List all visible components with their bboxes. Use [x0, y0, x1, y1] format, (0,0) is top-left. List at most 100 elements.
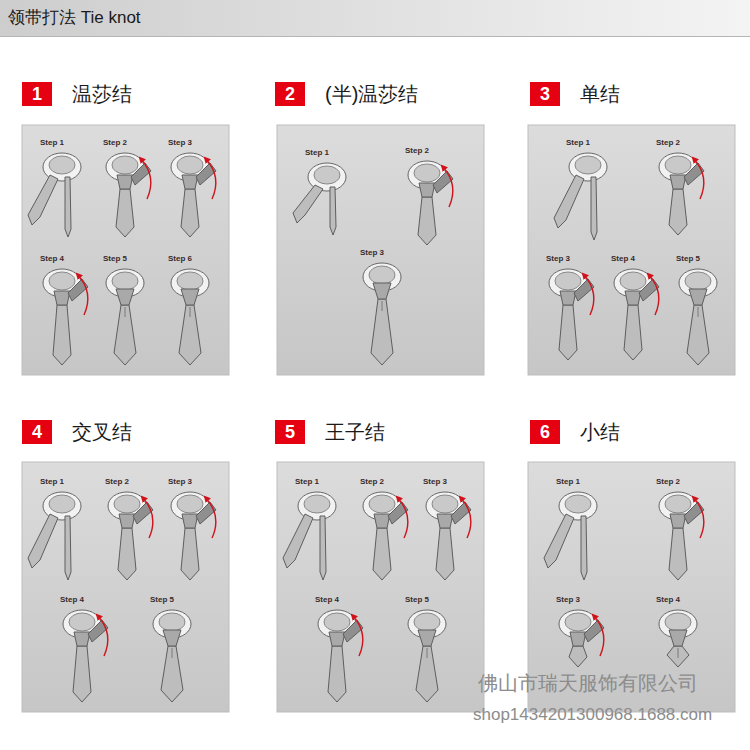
title-rule — [0, 36, 750, 37]
step-label: Step 3 — [423, 477, 447, 487]
tie-blade — [559, 305, 577, 360]
image-panel — [528, 125, 735, 375]
tie-knot — [116, 289, 134, 305]
tie-flap — [388, 502, 408, 524]
step-label: Step 3 — [168, 477, 192, 487]
collar-inner — [49, 272, 75, 290]
direction-arrow — [353, 616, 363, 656]
direction-arrow — [694, 159, 704, 199]
collar-inner — [304, 495, 330, 513]
step-label: Step 2 — [656, 138, 680, 148]
tie-figure — [171, 269, 209, 365]
tie-flap — [133, 502, 153, 524]
tie-flap — [433, 171, 453, 193]
collar-inner — [685, 272, 711, 290]
collar-inner — [414, 613, 440, 631]
collar-inner — [69, 613, 95, 631]
tie-blade — [667, 646, 689, 667]
tie-blade — [436, 528, 454, 580]
tie-figure — [293, 163, 346, 235]
tie-blade — [53, 305, 71, 365]
step-label: Step 2 — [405, 146, 429, 156]
tie-figure — [28, 492, 81, 580]
tie-flap — [684, 502, 704, 524]
direction-arrow — [78, 275, 88, 315]
step-label: Step 2 — [656, 477, 680, 487]
tie-figure — [63, 610, 108, 702]
tie-flap — [451, 502, 471, 524]
tie-blade — [181, 189, 199, 237]
step-label: Step 4 — [60, 595, 84, 605]
tie-narrow-end — [320, 516, 326, 580]
tie-blade — [161, 646, 183, 702]
step-label: Step 3 — [546, 254, 570, 264]
collar-inner — [112, 272, 138, 290]
tie-blade — [416, 646, 438, 702]
step-label: Step 1 — [40, 138, 64, 148]
tie-blade — [418, 197, 436, 245]
tie-figure — [659, 153, 704, 235]
tie-flap — [68, 279, 88, 301]
knot-name: 单结 — [580, 82, 620, 106]
knot-name: 王子结 — [325, 420, 385, 444]
number-badge: 2 — [275, 82, 305, 106]
tie-flap — [88, 620, 108, 642]
knot-name: 温莎结 — [72, 82, 132, 106]
collar-inner — [177, 495, 203, 513]
tie-blade — [114, 305, 136, 365]
step-label: Step 5 — [405, 595, 429, 605]
tie-figure — [318, 610, 363, 702]
tie-dimple — [382, 301, 383, 311]
number-badge: 5 — [275, 420, 305, 444]
direction-arrow — [141, 159, 151, 199]
tie-knot — [669, 630, 687, 646]
step-label: Step 1 — [305, 148, 329, 158]
collar-inner — [575, 156, 601, 174]
step-label: Step 6 — [168, 254, 192, 264]
step-label: Step 5 — [103, 254, 127, 264]
collar-inner — [414, 164, 440, 182]
collar-inner — [565, 613, 591, 631]
collar-inner — [620, 272, 646, 290]
knot-heading: 4 交叉结 — [22, 420, 132, 444]
title-bar — [0, 0, 750, 36]
knot-name: (半)温莎结 — [325, 82, 418, 106]
step-label: Step 3 — [168, 138, 192, 148]
step-label: Step 2 — [360, 477, 384, 487]
direction-arrow — [143, 498, 153, 538]
tie-wide-end — [28, 175, 58, 225]
step-label: Step 4 — [40, 254, 64, 264]
knot-name: 交叉结 — [72, 420, 132, 444]
knot-heading: 6小结 — [530, 420, 620, 444]
tie-wide-end — [283, 514, 313, 568]
tie-flap — [196, 502, 216, 524]
step-label: Step 2 — [103, 138, 127, 148]
tie-narrow-end — [330, 187, 336, 235]
tie-figure — [171, 492, 216, 580]
step-label: Step 1 — [40, 477, 64, 487]
step-label: Step 4 — [611, 254, 635, 264]
number-badge: 4 — [22, 420, 52, 444]
direction-arrow — [443, 167, 453, 207]
tie-blade — [181, 528, 199, 580]
direction-arrow — [206, 498, 216, 538]
tie-knot — [418, 630, 436, 646]
step-label: Step 4 — [656, 595, 680, 605]
image-panel — [277, 462, 484, 712]
tie-narrow-end — [65, 177, 71, 237]
tie-knot — [181, 289, 199, 305]
collar-inner — [159, 613, 185, 631]
step-label: Step 5 — [150, 595, 174, 605]
collar-inner — [324, 613, 350, 631]
tie-flap — [639, 279, 659, 301]
tie-blade — [179, 305, 201, 365]
direction-arrow — [461, 498, 471, 538]
tie-figure — [171, 153, 216, 237]
collar-inner — [177, 156, 203, 174]
tie-wide-end — [293, 185, 323, 223]
image-panel — [22, 125, 229, 375]
step-label: Step 5 — [676, 254, 700, 264]
knot-heading: 1温莎结 — [22, 82, 132, 106]
tie-figure — [659, 610, 697, 667]
